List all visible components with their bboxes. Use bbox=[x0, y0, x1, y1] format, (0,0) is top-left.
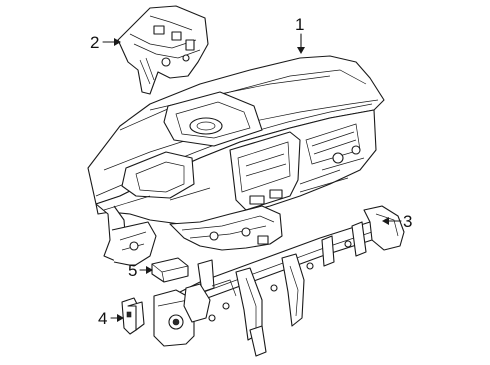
part-1-instrument-panel bbox=[87, 55, 385, 267]
part-5-module bbox=[151, 257, 189, 283]
leader-lines bbox=[102, 33, 402, 322]
callout-1: 1 bbox=[295, 15, 305, 34]
callout-4: 4 bbox=[98, 309, 108, 328]
callout-3: 3 bbox=[403, 212, 413, 231]
part-4-small-bracket bbox=[121, 297, 145, 335]
part-2-upper-bracket bbox=[117, 5, 209, 95]
callout-5: 5 bbox=[128, 261, 138, 280]
callout-2: 2 bbox=[90, 33, 100, 52]
part-3-cross-car-beam bbox=[153, 205, 405, 357]
